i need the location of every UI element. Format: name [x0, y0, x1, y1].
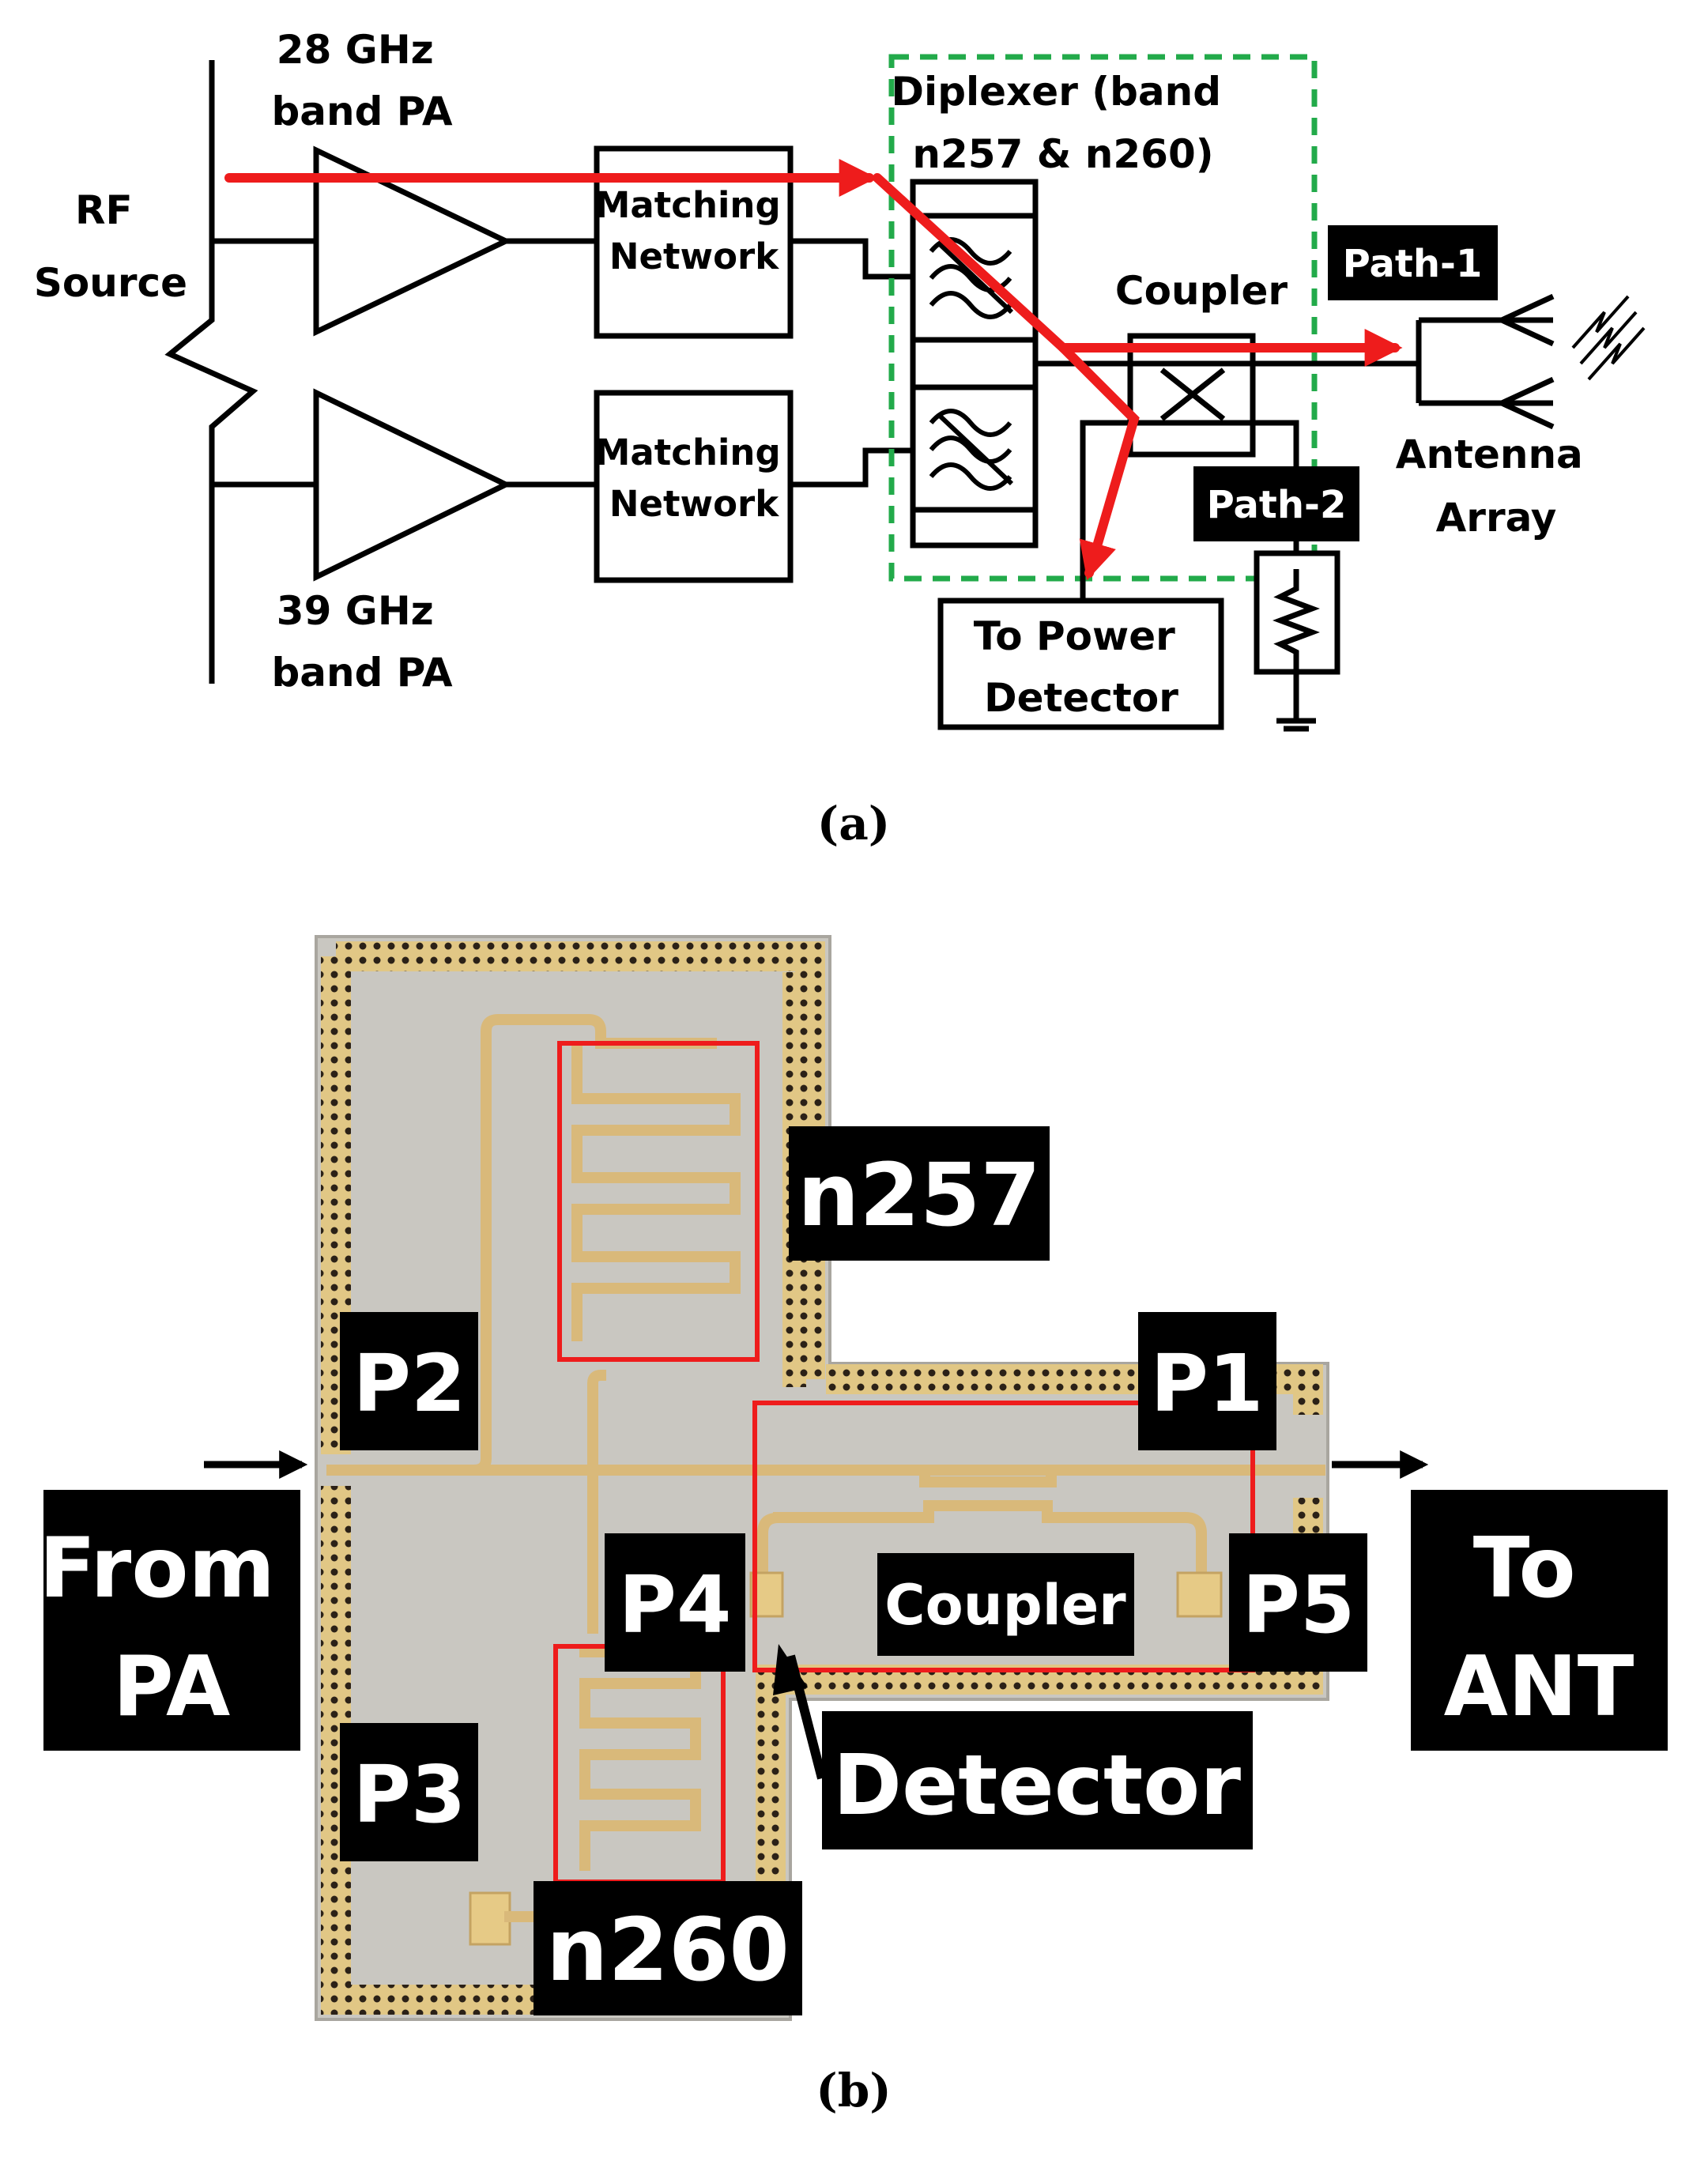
pa-39-label: 39 GHz band PA — [271, 588, 452, 696]
wire-mn1-to-filter — [790, 238, 913, 280]
power-detector-box — [937, 598, 1224, 730]
to-ant-badge — [1411, 1490, 1668, 1751]
n257-label: n257 — [797, 1144, 1041, 1246]
p1-badge — [1138, 1312, 1276, 1450]
filter-n260-icon — [929, 409, 1014, 491]
diplexer-label: Diplexer (band n257 & n260) — [892, 69, 1235, 177]
caption-a: (a) — [817, 797, 890, 850]
path2-badge — [1193, 466, 1359, 541]
p3-label: P3 — [353, 1748, 466, 1841]
n260-label: n260 — [546, 1899, 790, 2000]
p5-badge — [1229, 1533, 1367, 1672]
p4-badge — [605, 1533, 745, 1672]
region-n257 — [557, 1041, 760, 1362]
pa-39-triangle — [313, 388, 513, 582]
n257-badge — [789, 1126, 1050, 1261]
path1-badge — [1328, 225, 1498, 300]
ground-icon — [1276, 718, 1316, 732]
antenna-array-icon — [1416, 293, 1555, 430]
from-pa-badge — [43, 1490, 300, 1751]
detector-badge — [822, 1711, 1253, 1849]
diplexer-outline — [888, 54, 1318, 582]
p3-badge — [340, 1723, 478, 1861]
chip-substrate — [315, 935, 1329, 2021]
resistor-icon — [1273, 569, 1320, 672]
detector-label: Detector — [833, 1737, 1241, 1834]
pa-28-label: 28 GHz band PA — [271, 27, 452, 134]
chip-photo-b: n257 n260 P2 P3 P4 P1 P5 Coupler Detecto… — [40, 935, 1668, 2117]
rf-source-label: RF Source — [34, 187, 187, 306]
rf-source-line — [164, 60, 258, 684]
power-detector-label: To Power Detector — [974, 613, 1189, 721]
path2-label: Path-2 — [1207, 483, 1347, 527]
caption-b: (b) — [816, 2064, 891, 2117]
coupler-label: Coupler — [1115, 268, 1288, 314]
matching-network-1-label: Matching Network — [595, 184, 794, 277]
p2-label: P2 — [353, 1337, 466, 1430]
antenna-label: Antenna Array — [1396, 432, 1597, 541]
p5-label: P5 — [1242, 1559, 1355, 1651]
from-pa-label: From PA — [40, 1520, 304, 1735]
p1-label: P1 — [1151, 1337, 1264, 1430]
detector-arrow — [773, 1644, 827, 1780]
coupler-chip-label: Coupler — [884, 1573, 1126, 1638]
to-ant-label: To ANT — [1444, 1520, 1634, 1735]
coupler-badge — [877, 1553, 1134, 1656]
path1-label: Path-1 — [1343, 242, 1483, 286]
diplexer-filters — [910, 179, 1039, 549]
signal-paths — [224, 159, 1403, 581]
radiation-icon — [1571, 295, 1646, 381]
wire-mn2-to-filter — [790, 447, 913, 488]
matching-network-2 — [594, 390, 794, 583]
p4-label: P4 — [619, 1559, 732, 1651]
via-fence-outer — [321, 941, 1323, 2015]
schematic-a: RF Source 28 GHz band PA 39 GHz band PA … — [34, 27, 1646, 850]
matching-network-2-label: Matching Network — [595, 432, 794, 525]
n260-badge — [534, 1881, 802, 2015]
p2-badge — [340, 1312, 478, 1450]
